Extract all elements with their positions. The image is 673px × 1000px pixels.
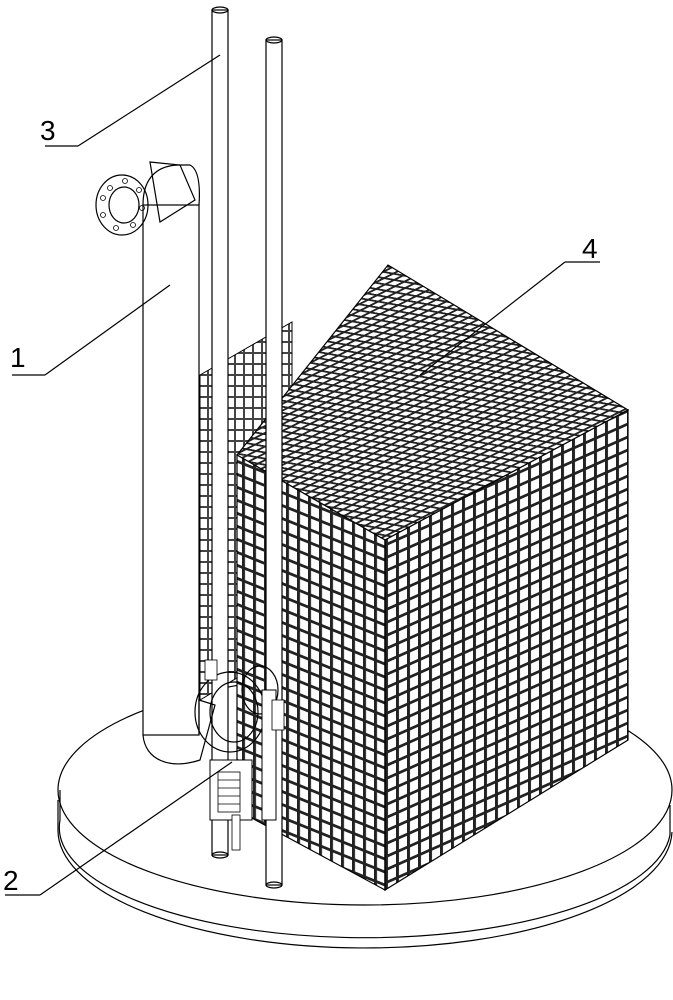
vertical-pipe: [142, 161, 201, 736]
leader-line-2-diagonal: [39, 761, 233, 896]
pipe-top-flange: [95, 174, 149, 236]
leader-line-3-diagonal: [77, 54, 221, 147]
vertical-rod-right: [265, 36, 283, 889]
pump-assembly: [204, 659, 285, 851]
label-2: 2: [3, 865, 19, 896]
vertical-rod-left: [211, 6, 229, 859]
label-3: 3: [40, 115, 56, 146]
label-1: 1: [10, 342, 26, 373]
label-4: 4: [582, 233, 598, 264]
leader-line-1-diagonal: [44, 284, 171, 376]
grid-cube: [236, 264, 630, 892]
leader-lines: [5, 54, 600, 896]
leader-line-4-diagonal: [419, 261, 566, 376]
